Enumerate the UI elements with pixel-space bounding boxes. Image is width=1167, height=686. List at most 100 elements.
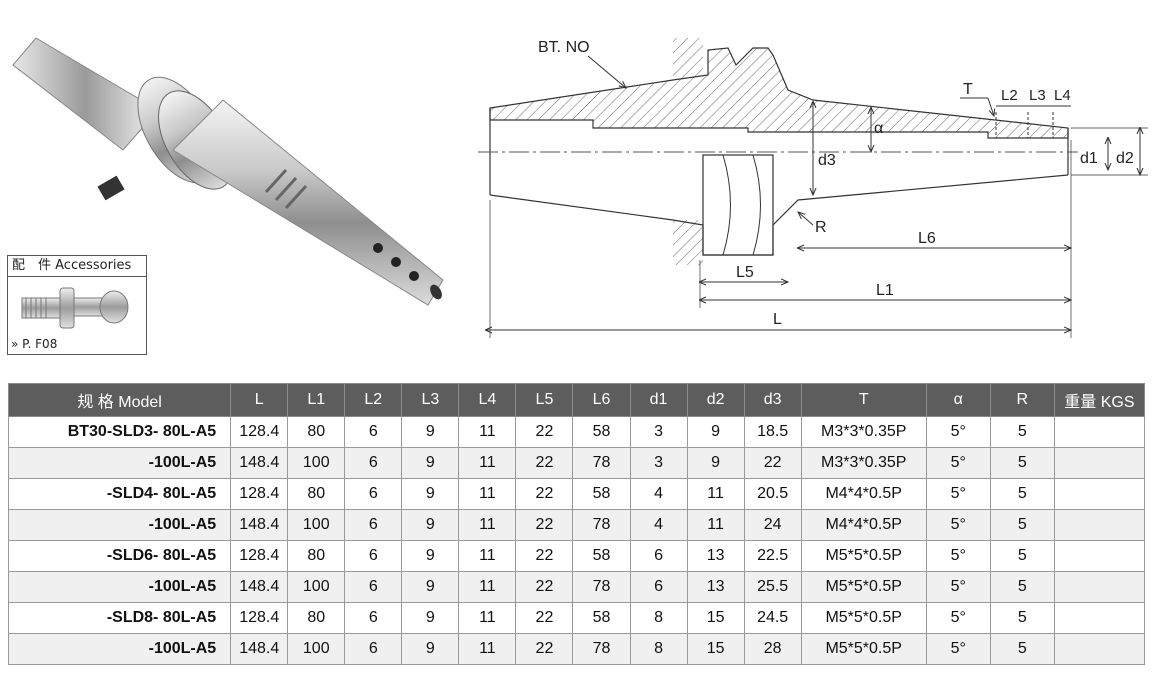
table-cell: 5 [989,416,1055,448]
tool-holder-photo [12,37,444,306]
table-cell: 5° [925,447,991,479]
table-cell [1053,602,1146,634]
table-cell: 6 [344,478,403,510]
table-cell: 11 [686,478,745,510]
table-cell: 24 [743,509,802,541]
table-cell: 5 [989,633,1055,665]
table-cell: 5° [925,540,991,572]
table-cell: 128.4 [230,416,289,448]
technical-drawing: BT. NO T L2 L3 L4 α d3 d1 d2 R L6 L5 L1 … [478,38,1148,338]
label-R: R [815,219,827,236]
table-header-cell: d1 [629,383,688,417]
table-cell: 13 [686,571,745,603]
table-cell: M5*5*0.5P [800,571,927,603]
label-L2: L2 [1001,87,1018,104]
table-cell: 5 [989,478,1055,510]
table-cell: 11 [458,509,517,541]
table-cell: 9 [401,571,460,603]
table-cell: 128.4 [230,602,289,634]
table-cell: 6 [344,416,403,448]
table-cell: 58 [572,416,631,448]
label-L6: L6 [918,230,936,247]
table-header-cell: L5 [515,383,574,417]
table-cell: 5 [989,540,1055,572]
model-cell: -SLD4- 80L-A5 [7,478,232,510]
table-header-cell: L6 [572,383,631,417]
table-cell [1053,540,1146,572]
table-header-cell: 重量 KGS [1053,383,1146,417]
table-cell: 9 [686,447,745,479]
table-cell: 8 [629,602,688,634]
table-cell: 100 [287,509,346,541]
label-d1: d1 [1080,150,1098,167]
table-cell: 148.4 [230,633,289,665]
model-cell: -SLD6- 80L-A5 [7,540,232,572]
table-cell: 100 [287,633,346,665]
table-cell: 22 [515,478,574,510]
table-cell [1053,633,1146,665]
model-cell: -100L-A5 [7,633,232,665]
table-cell: 24.5 [743,602,802,634]
table-header-cell: L1 [287,383,346,417]
table-cell: 8 [629,633,688,665]
table-cell: 80 [287,416,346,448]
model-cell: -100L-A5 [7,509,232,541]
label-bt-no: BT. NO [538,39,590,56]
label-L4: L4 [1054,87,1071,104]
table-cell: 22 [515,416,574,448]
table-cell: 6 [344,602,403,634]
table-cell: 11 [458,571,517,603]
table-cell: M4*4*0.5P [800,509,927,541]
table-cell: 9 [401,633,460,665]
table-cell [1053,416,1146,448]
table-cell: 58 [572,602,631,634]
table-cell: 9 [686,416,745,448]
table-cell: 6 [344,509,403,541]
table-cell: 78 [572,447,631,479]
table-cell: 11 [458,540,517,572]
table-cell: 5 [989,509,1055,541]
model-cell: -SLD8- 80L-A5 [7,602,232,634]
table-cell: 22 [515,509,574,541]
label-L3: L3 [1029,87,1046,104]
table-cell: 22 [743,447,802,479]
table-cell: 9 [401,416,460,448]
model-cell: -100L-A5 [7,571,232,603]
table-cell: 28 [743,633,802,665]
table-cell: 4 [629,509,688,541]
table-cell: 22.5 [743,540,802,572]
table-cell: 6 [629,571,688,603]
table-cell: 11 [458,447,517,479]
table-cell: 15 [686,602,745,634]
table-cell: 6 [344,540,403,572]
table-cell: M4*4*0.5P [800,478,927,510]
table-cell: 22 [515,633,574,665]
table-cell: 5° [925,509,991,541]
table-cell: 148.4 [230,509,289,541]
label-L5: L5 [736,264,754,281]
table-cell: 5° [925,478,991,510]
table-cell: 3 [629,447,688,479]
accessories-box: 配 件 Accessories » P. F08 [7,255,147,355]
table-cell: 5 [989,571,1055,603]
table-cell: 5 [989,447,1055,479]
table-cell: 5 [989,602,1055,634]
table-header-cell: L3 [401,383,460,417]
table-cell: 78 [572,633,631,665]
table-cell: 5° [925,416,991,448]
table-cell [1053,478,1146,510]
table-cell [1053,571,1146,603]
table-cell: 100 [287,571,346,603]
table-cell: 148.4 [230,447,289,479]
table-cell: 22 [515,540,574,572]
table-cell: 11 [458,633,517,665]
table-cell: 6 [344,633,403,665]
table-cell: 13 [686,540,745,572]
table-cell: 9 [401,540,460,572]
